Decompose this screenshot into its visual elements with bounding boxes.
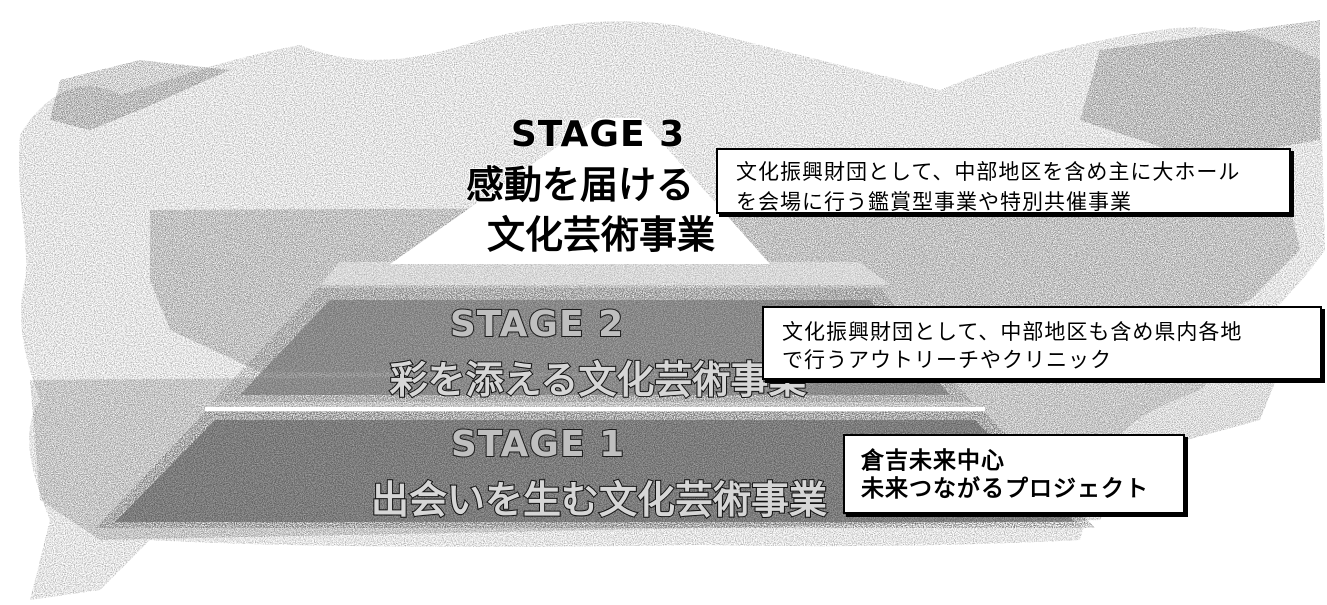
stage-2-title: STAGE 2 bbox=[450, 304, 624, 345]
stage-1-name: 出会いを生む文化芸術事業 bbox=[371, 477, 827, 522]
stage-1-title: STAGE 1 bbox=[451, 424, 625, 465]
stage-3-name-line-1: 感動を届ける bbox=[466, 162, 694, 207]
stage-3-title: STAGE 3 bbox=[511, 114, 685, 155]
pyramid-tier-3 bbox=[390, 118, 770, 264]
stage-3-description-line-1: 文化振興財団として、中部地区を含め主に大ホール bbox=[736, 160, 1241, 184]
stage-1-description-line-2: 未来つながるプロジェクト bbox=[861, 476, 1149, 502]
stage-2-description-box: 文化振興財団として、中部地区も含め県内各地 で行うアウトリーチやクリニック bbox=[762, 306, 1322, 380]
stage-2-description-line-1: 文化振興財団として、中部地区も含め県内各地 bbox=[782, 320, 1243, 344]
stage-1-description-box: 倉吉未来中心 未来つながるプロジェクト bbox=[843, 434, 1185, 514]
stage-1-description-line-1: 倉吉未来中心 bbox=[861, 448, 1005, 474]
stage-3-name-line-2: 文化芸術事業 bbox=[487, 212, 715, 257]
stage-3-description-box: 文化振興財団として、中部地区を含め主に大ホール を会場に行う鑑賞型事業や特別共催… bbox=[716, 148, 1291, 214]
stage-2-name: 彩を添える文化芸術事業 bbox=[390, 357, 807, 402]
stage-3-description-line-2: を会場に行う鑑賞型事業や特別共催事業 bbox=[736, 190, 1132, 214]
pyramid-tier-1-solid bbox=[115, 420, 1075, 522]
pyramid-tier-3-base-band bbox=[320, 262, 890, 285]
stage-2-description-line-2: で行うアウトリーチやクリニック bbox=[782, 348, 1112, 372]
